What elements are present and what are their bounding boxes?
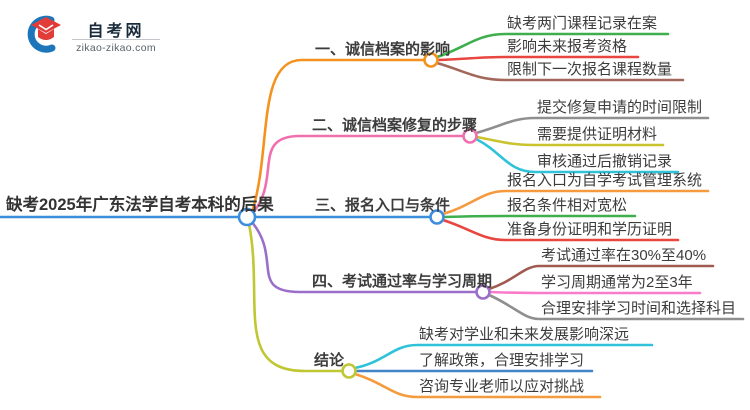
root-node-label: 缺考2025年广东法学自考本科的后果 [6,196,274,214]
branch5-junction [341,363,357,379]
branch3-child2-line [442,214,637,219]
branch4-junction [475,284,491,300]
branch3-junction [429,209,445,225]
root-junction [237,207,257,227]
branch2-child1-line [474,116,710,135]
branch2-child2-line [475,135,665,147]
logo-divider [72,39,160,40]
branch4-line [249,219,477,294]
branch4-child2-line [488,290,702,295]
branch3-child1-line [441,189,710,216]
branch4-child1-label: 考试通过率在30%至40% [541,247,707,264]
branch5-child1-line [353,343,654,370]
branch1-child1-label: 缺考两门课程记录在案 [507,15,658,32]
branch4-child1-line [487,264,715,291]
branch1-label: 一、诚信档案的影响 [315,41,451,58]
logo-domain: zikao-zikao.com [76,42,156,54]
site-logo[interactable]: 自考网 zikao-zikao.com [18,10,168,58]
branch1-child2-label: 影响未来报考资格 [507,38,628,55]
branch2-child3-label: 审核通过后撤销记录 [537,153,673,170]
branch5-child1-label: 缺考对学业和未来发展影响深远 [419,326,630,343]
branch4-child3-label: 合理安排学习时间和选择科目 [541,300,737,317]
branch1-child3-label: 限制下一次报名课程数量 [507,61,673,78]
branch3-label: 三、报名入口与条件 [315,197,451,214]
branch1-child1-line [435,32,670,59]
branch5-child3-label: 咨询专业老师以应对挑战 [419,378,585,395]
branch2-child2-label: 需要提供证明材料 [537,126,658,143]
branch3-child2-label: 报名条件相对宽松 [507,197,628,214]
branch2-label: 二、诚信档案修复的步骤 [312,117,478,134]
branch4-child2-label: 学习周期通常为2至3年 [541,274,693,291]
branch4-label: 四、考试通过率与学习周期 [312,273,493,290]
branch2-child3-line [474,137,680,174]
branch3-child3-label: 准备身份证明和学历证明 [507,221,673,238]
branch2-child1-label: 提交修复申请的时间限制 [537,99,703,116]
branch4-child3-line [487,293,745,321]
branch5-label: 结论 [314,352,345,369]
branch2-line [249,134,464,217]
branch3-child3-line [441,218,680,242]
branch1-child2-line [436,55,640,62]
branch5-child3-line [353,372,602,399]
branch5-child2-label: 了解政策，合理安排学习 [419,352,585,369]
branch1-line [250,58,426,214]
branch5-line [247,222,343,373]
branch3-child1-label: 报名入口为自学考试管理系统 [507,172,703,189]
branch2-junction [462,128,478,144]
logo-title: 自考网 [87,23,145,40]
branch1-child3-line [435,61,685,82]
graduation-cap-icon [27,15,61,53]
branch1-junction [423,52,439,68]
